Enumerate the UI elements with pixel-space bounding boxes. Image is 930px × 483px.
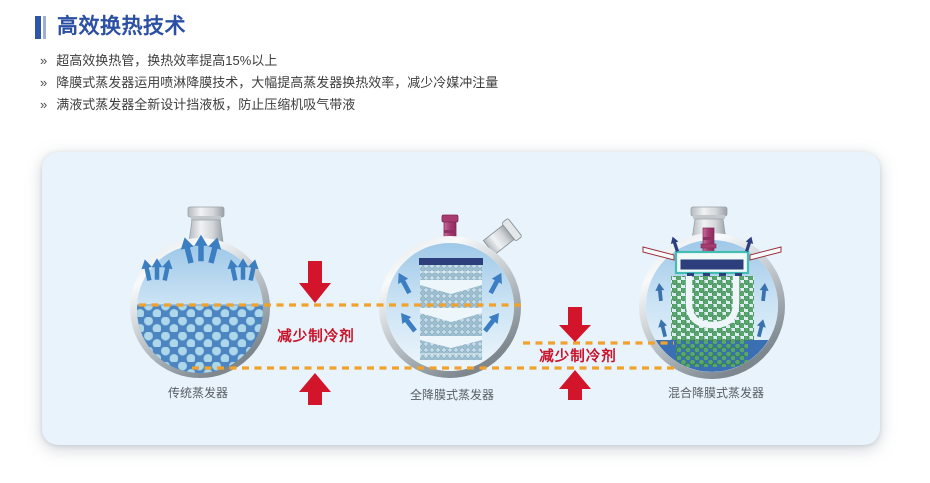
inlet-pipe-cap [441,214,459,223]
feature-item: » 降膜式蒸发器运用喷淋降膜技术，大幅提高蒸发器换热效率，减少冷媒冲注量 [40,72,498,94]
bullet-marker: » [40,53,48,68]
reduce-refrigerant-note-2: 减少制冷剂 [539,347,617,365]
feature-item: » 满液式蒸发器全新设计挡液板，防止压缩机吸气带液 [40,94,498,116]
vessel-cap-rim [187,206,225,218]
evaporator-traditional-illustration: 传统蒸发器 [130,206,270,400]
baffle-plate-right [749,246,782,261]
side-nozzle [482,218,522,256]
bundle-gap [420,308,482,322]
section-header: 高效换热技术 [35,14,186,40]
feature-list: » 超高效换热管，换热效率提高15%以上 » 降膜式蒸发器运用喷淋降膜技术，大幅提高… [40,50,498,116]
vessel-cap-band [693,215,725,219]
baffle-plate-left [642,246,675,261]
bullet-marker: » [40,75,48,90]
tube-bundle-dots [137,305,263,374]
bundle-gap [420,280,482,294]
red-up-arrow-icon [559,370,591,400]
page-title: 高效换热技术 [57,15,186,38]
inlet-pipe-flange [700,243,717,249]
feature-item: » 超高效换热管，换热效率提高15%以上 [40,50,498,72]
title-accent-bar-icon [35,15,41,39]
evaporator-diagram: 传统蒸发器 全降膜式蒸发器 [130,206,785,405]
evaporator-full-falling-film-illustration: 全降膜式蒸发器 [379,214,522,402]
bundle-gap [420,336,482,348]
feature-text: 满液式蒸发器全新设计挡液板，防止压缩机吸气带液 [56,97,356,112]
diagram-panel: 传统蒸发器 全降膜式蒸发器 [42,152,880,445]
reduction-arrows [299,261,591,405]
evaporator1-label: 传统蒸发器 [168,385,228,400]
red-down-arrow-icon [559,307,591,342]
distributor-core [680,259,744,270]
feature-text: 超高效换热管，换热效率提高15%以上 [56,53,278,68]
bullet-marker: » [40,97,48,112]
inlet-pipe-band [444,230,456,233]
vessel-cap-rim [690,206,728,217]
distributor-plate [419,258,483,265]
evaporator3-label: 混合降膜式蒸发器 [668,385,764,400]
red-up-arrow-icon [299,373,331,405]
title-accent-bar-light-icon [43,15,46,39]
red-down-arrow-icon [299,261,331,303]
pool-tube-dots [676,340,748,367]
refrigerant-level-lines [139,303,674,370]
u-channel [685,276,740,329]
evaporator2-label: 全降膜式蒸发器 [410,387,494,402]
vessel-cap-band [191,216,221,221]
evaporator-hybrid-falling-film-illustration: 混合降膜式蒸发器 [639,206,785,400]
feature-text: 降膜式蒸发器运用喷淋降膜技术，大幅提高蒸发器换热效率，减少冷媒冲注量 [56,75,499,90]
green-tube-block [671,276,754,340]
inlet-pipe-band [703,237,714,240]
reduce-refrigerant-note-1: 减少制冷剂 [277,327,355,345]
